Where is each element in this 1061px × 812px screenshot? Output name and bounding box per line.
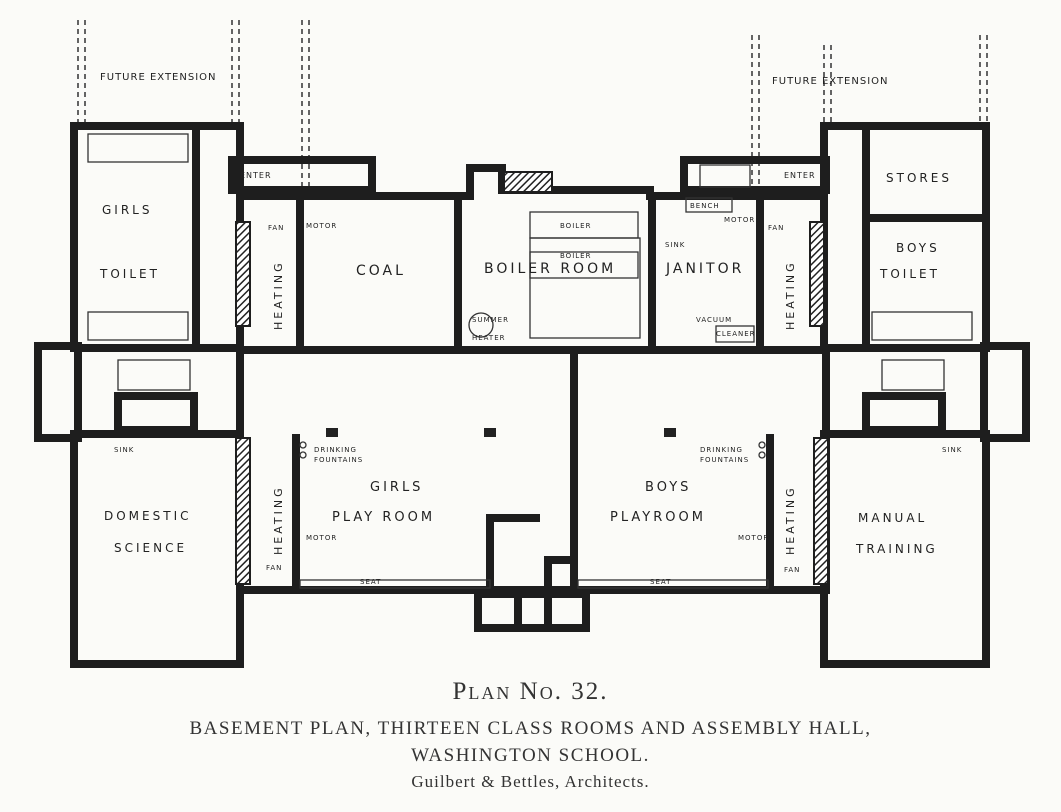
label-training: TRAINING — [855, 542, 938, 556]
label-coal: COAL — [356, 263, 406, 279]
label-girls-playroom-2: PLAY ROOM — [332, 510, 435, 525]
floor-plan-drawing: FUTURE EXTENSION FUTURE EXTENSION ENTER … — [34, 20, 1030, 668]
label-sink-janitor: SINK — [665, 241, 685, 249]
label-seat-right: SEAT — [650, 578, 671, 586]
label-heating-2: HEATING — [784, 260, 797, 330]
label-sink-left: SINK — [114, 446, 134, 454]
label-drinking-right-2: FOUNTAINS — [700, 456, 749, 464]
label-fan-4: FAN — [784, 566, 800, 574]
walls — [34, 122, 1030, 668]
label-manual: MANUAL — [858, 511, 927, 525]
label-boys-playroom-1: BOYS — [645, 480, 691, 495]
label-girls-toilet-2: TOILET — [99, 267, 160, 281]
label-heater: HEATER — [472, 334, 506, 342]
label-enter-right: ENTER — [784, 171, 816, 180]
plan-number: Plan No. 32. — [452, 678, 609, 705]
room-labels: FUTURE EXTENSION FUTURE EXTENSION ENTER … — [99, 72, 962, 586]
label-stores: STORES — [886, 171, 952, 185]
label-motor-1: MOTOR — [306, 222, 337, 230]
label-drinking-right-1: DRINKING — [700, 446, 743, 454]
label-bench: BENCH — [690, 202, 720, 210]
label-motor-2: MOTOR — [724, 216, 755, 224]
label-science: SCIENCE — [114, 541, 187, 555]
flues — [235, 171, 829, 585]
label-boiler-2: BOILER — [560, 252, 591, 260]
label-fan-3: FAN — [266, 564, 282, 572]
label-janitor: JANITOR — [665, 261, 744, 277]
label-boys-playroom-2: PLAYROOM — [610, 510, 706, 525]
label-girls-playroom-1: GIRLS — [370, 480, 423, 495]
label-fan-1: FAN — [268, 224, 284, 232]
architects: Guilbert & Bettles, Architects. — [411, 772, 650, 791]
label-heating-3: HEATING — [272, 485, 285, 555]
label-boiler-room: BOILER ROOM — [484, 261, 616, 277]
future-extension-lines — [77, 20, 988, 190]
label-girls-toilet-1: GIRLS — [102, 203, 152, 217]
school-name: WASHINGTON SCHOOL. — [411, 745, 650, 766]
stairs — [117, 164, 945, 391]
label-summer: SUMMER — [472, 316, 509, 324]
label-cleaner: CLEANER — [716, 330, 756, 338]
fixtures — [87, 133, 973, 589]
label-boys-toilet-2: TOILET — [879, 267, 940, 281]
label-fan-2: FAN — [768, 224, 784, 232]
label-sink-right: SINK — [942, 446, 962, 454]
label-enter-left: ENTER — [240, 171, 272, 180]
label-heating-1: HEATING — [272, 260, 285, 330]
label-vacuum: VACUUM — [696, 316, 732, 324]
label-boys-toilet-1: BOYS — [896, 241, 940, 255]
label-motor-3: MOTOR — [306, 534, 337, 542]
label-domestic: DOMESTIC — [104, 509, 192, 523]
label-boiler-1: BOILER — [560, 222, 591, 230]
label-heating-4: HEATING — [784, 485, 797, 555]
label-future-extension-left: FUTURE EXTENSION — [100, 72, 217, 83]
label-seat-left: SEAT — [360, 578, 381, 586]
label-motor-4: MOTOR — [738, 534, 769, 542]
label-drinking-left-1: DRINKING — [314, 446, 357, 454]
label-future-extension-right: FUTURE EXTENSION — [772, 76, 889, 87]
plan-title: BASEMENT PLAN, THIRTEEN CLASS ROOMS AND … — [189, 718, 872, 739]
label-drinking-left-2: FOUNTAINS — [314, 456, 363, 464]
